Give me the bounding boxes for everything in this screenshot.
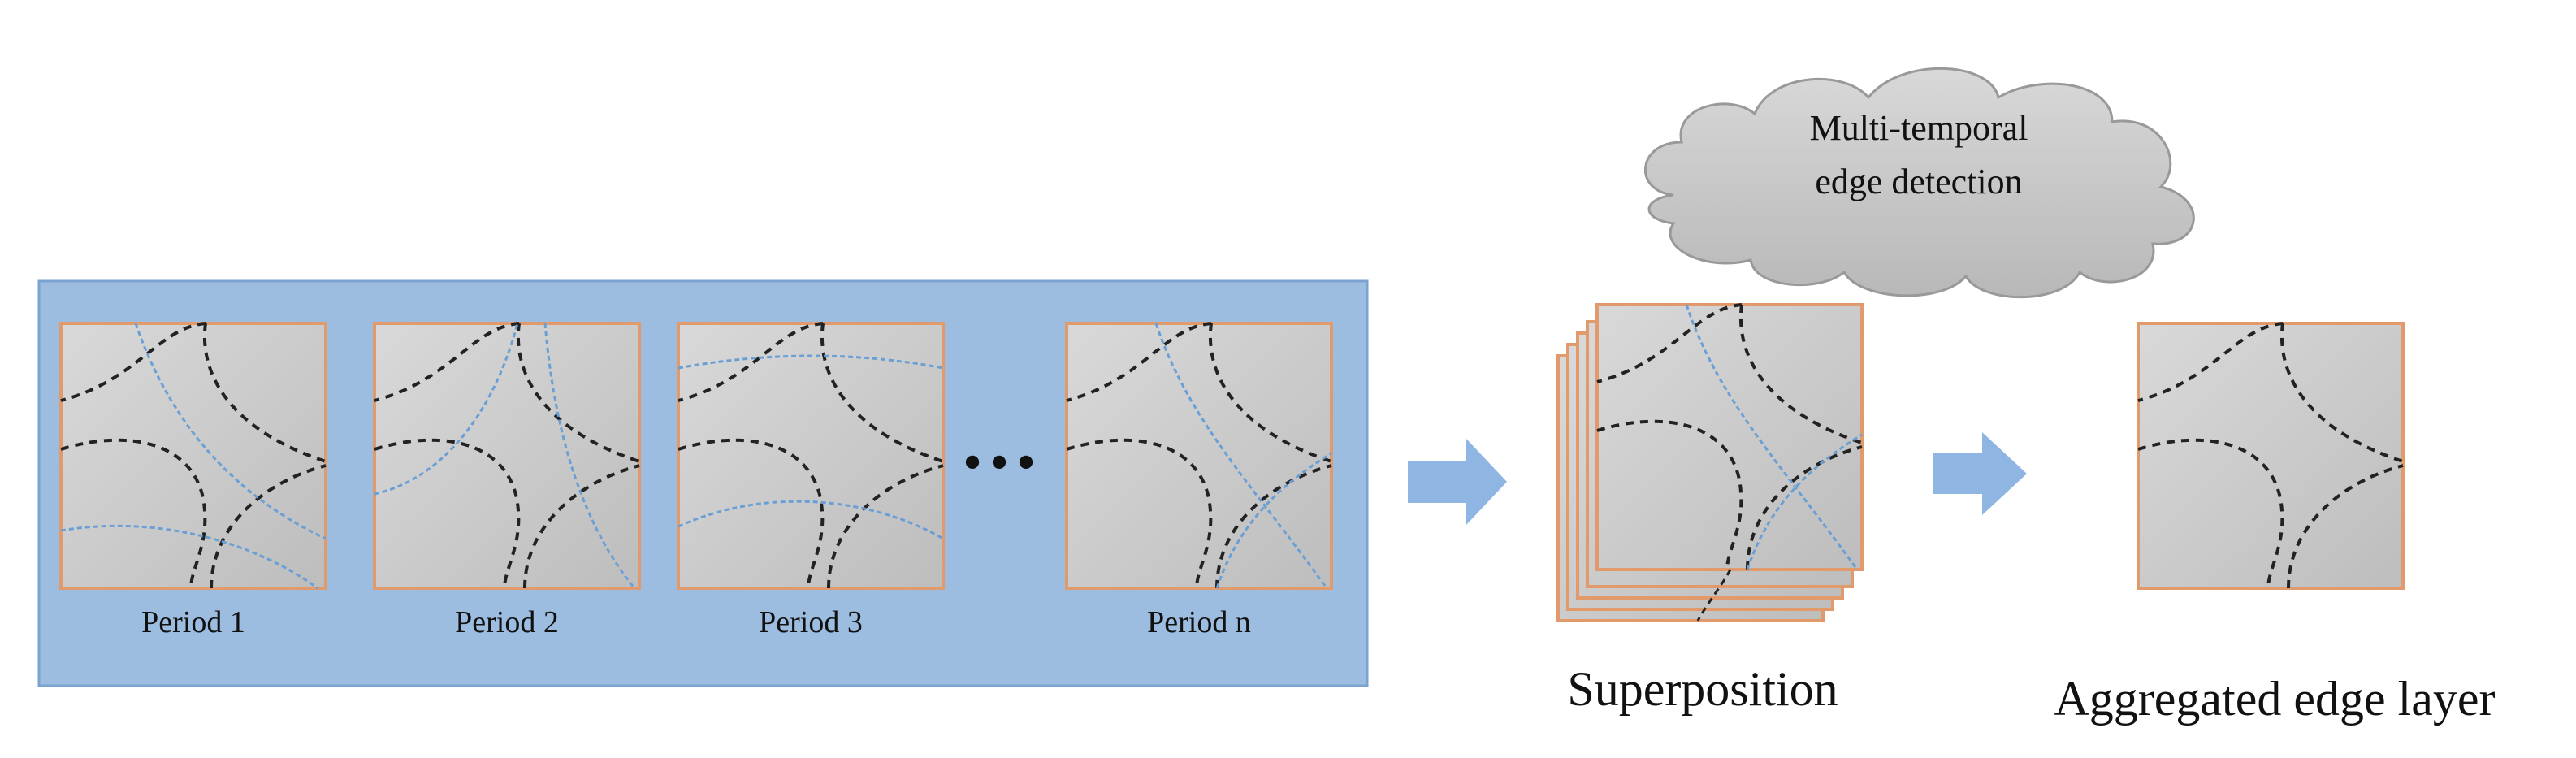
period-n-label: Period n bbox=[1147, 605, 1251, 639]
arrow-right-icon bbox=[1408, 439, 1507, 525]
period-1-tile bbox=[59, 322, 327, 590]
period-3-tile bbox=[677, 322, 945, 590]
period-1-label: Period 1 bbox=[141, 605, 245, 639]
aggregated-label: Aggregated edge layer bbox=[2054, 672, 2495, 726]
cloud-text-line-1: Multi-temporal bbox=[1810, 108, 2028, 148]
period-n-tile bbox=[1065, 322, 1333, 590]
arrow-right-icon bbox=[1933, 432, 2027, 515]
superposition-stack bbox=[1556, 303, 1864, 622]
cloud-text-line-2: edge detection bbox=[1815, 162, 2022, 201]
aggregated-edge-tile bbox=[2137, 322, 2405, 590]
period-3-label: Period 3 bbox=[759, 605, 863, 639]
superposition-label: Superposition bbox=[1567, 662, 1838, 716]
cloud-shape bbox=[1643, 67, 2195, 299]
ellipsis-dots: ••• bbox=[959, 438, 1039, 491]
period-2-label: Period 2 bbox=[455, 605, 559, 639]
period-2-tile bbox=[373, 322, 641, 590]
